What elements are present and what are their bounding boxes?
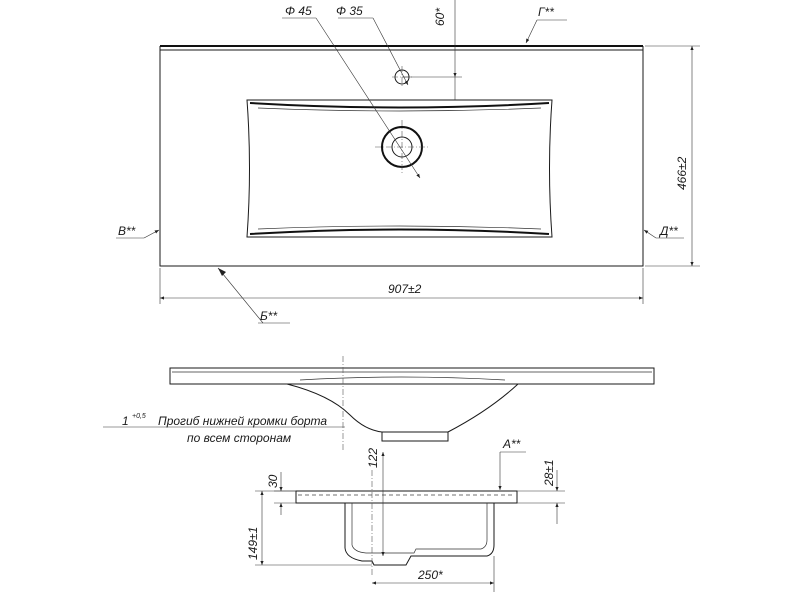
- label-height-dim: 466±2: [675, 156, 689, 190]
- marker-b: Б**: [260, 309, 277, 323]
- side-slab: [169, 367, 655, 385]
- note-deflection-value: 1: [122, 414, 129, 428]
- top-view: Φ 45 Φ 35 60* Г** 466±2 В** Д** 907±2: [116, 0, 700, 324]
- side-view: 1 +0,5 Прогиб нижней кромки борта по все…: [103, 356, 655, 452]
- label-hole-d35: Φ 35: [336, 4, 363, 18]
- note-deflection-line2: по всем сторонам: [187, 431, 291, 445]
- label-dim-60: 60*: [433, 8, 447, 26]
- label-hole-d45: Φ 45: [285, 4, 312, 18]
- label-width-dim: 907±2: [388, 282, 422, 296]
- label-dim-28: 28±1: [542, 459, 556, 487]
- label-dim-250: 250*: [417, 568, 443, 582]
- note-deflection-line1: Прогиб нижней кромки борта: [158, 414, 327, 428]
- side-bowl: [286, 383, 519, 433]
- bowl-outline: [246, 99, 553, 238]
- note-deflection-tolerance: +0,5: [132, 413, 146, 420]
- label-dim-149: 149±1: [246, 527, 260, 560]
- section-view: А** 122 30 149±1 28±1 250*: [246, 437, 565, 592]
- marker-g: Г**: [538, 5, 554, 19]
- label-dim-30: 30: [266, 474, 280, 488]
- section-bowl: [344, 503, 495, 566]
- marker-a: А**: [502, 437, 521, 451]
- marker-d: Д**: [658, 224, 678, 238]
- basin-outline: [159, 49, 644, 267]
- label-dim-122: 122: [366, 448, 380, 468]
- side-drain: [381, 431, 449, 442]
- marker-v: В**: [118, 224, 136, 238]
- section-slab: [295, 490, 518, 504]
